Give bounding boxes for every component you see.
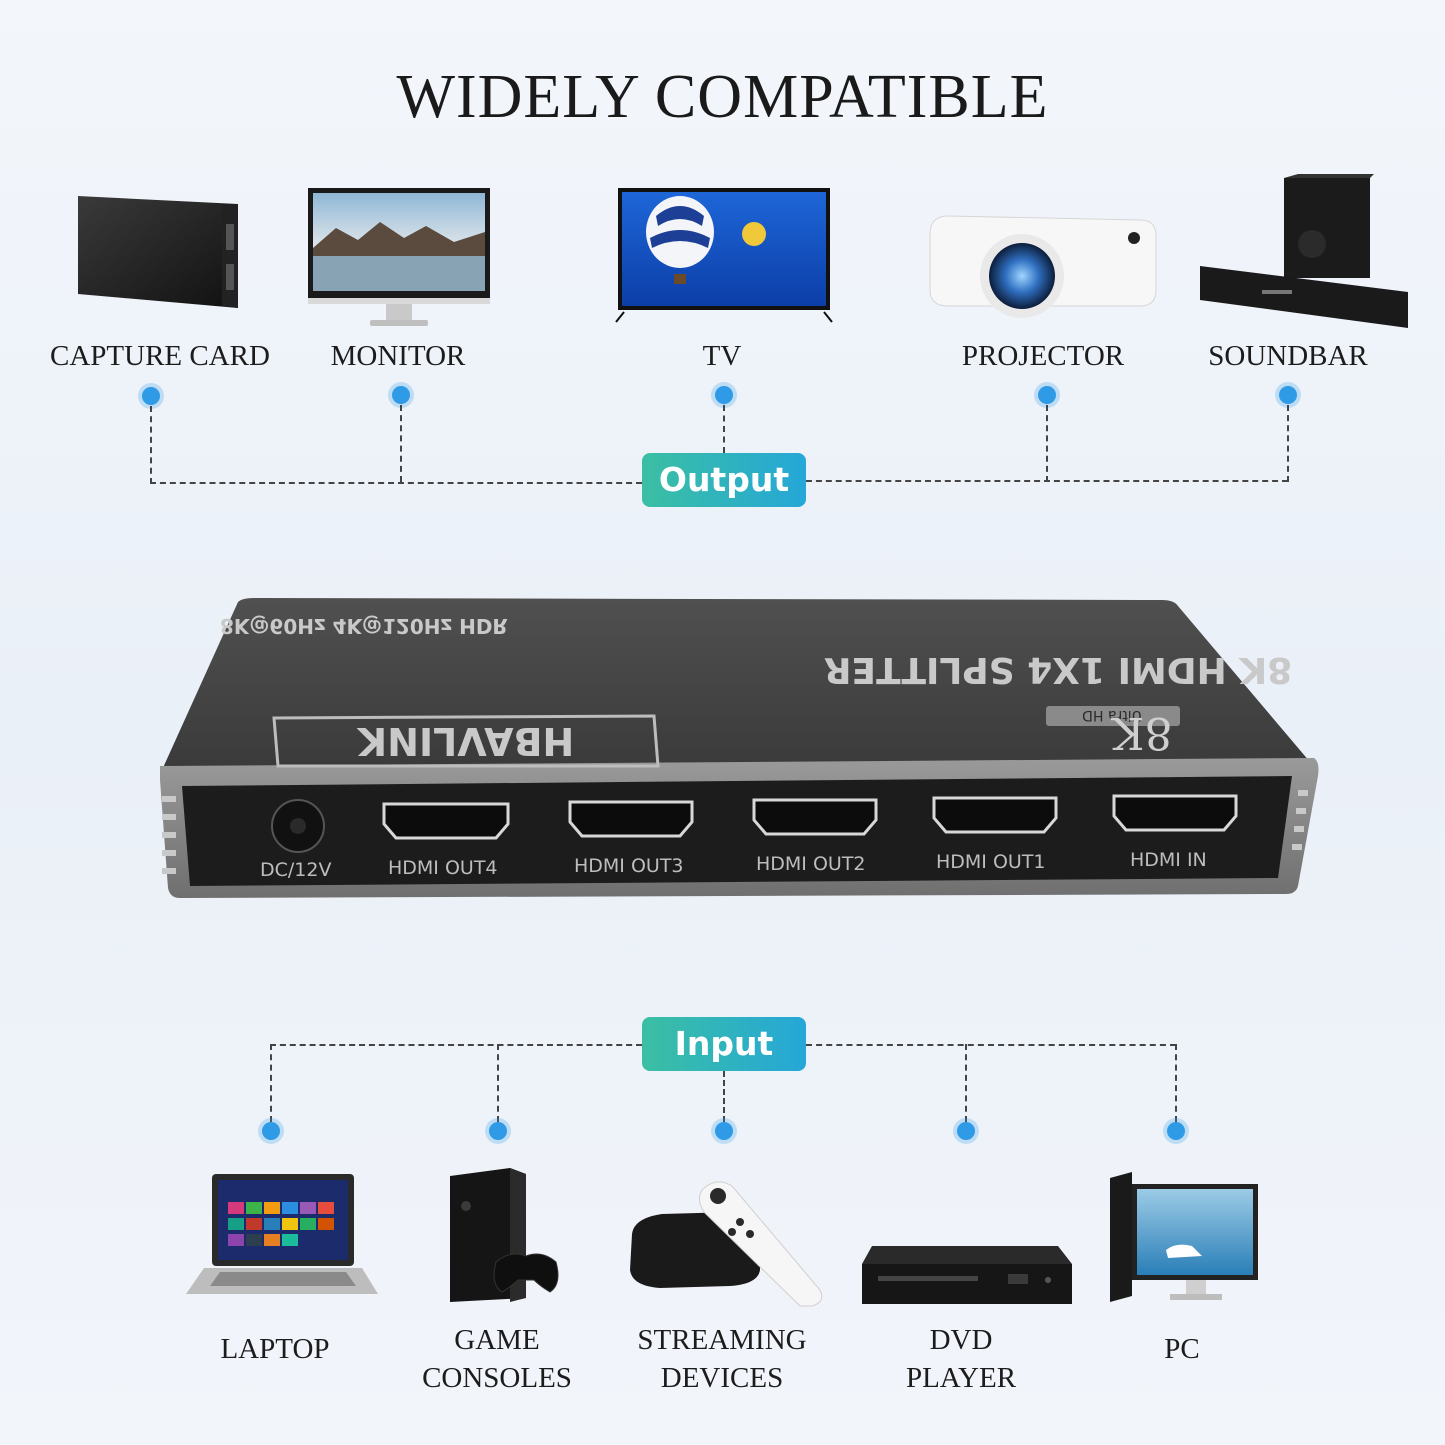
projector-icon: [929, 215, 1157, 318]
connector-line: [1287, 405, 1289, 482]
hdmi-port: [1112, 794, 1238, 832]
connector-dot: [1038, 386, 1056, 404]
input-device-label: GAME CONSOLES: [422, 1324, 572, 1394]
streaming-device-icon: [630, 1181, 823, 1307]
connector-dot: [392, 386, 410, 404]
connector-line: [965, 1044, 967, 1122]
laptop-icon: [186, 1174, 378, 1294]
connector-line: [806, 1044, 1176, 1046]
connector-line: [723, 405, 725, 453]
output-device-label: MONITOR: [330, 340, 466, 372]
input-device-label: STREAMING DEVICES: [637, 1324, 807, 1394]
hdmi-port: [382, 802, 510, 840]
input-device-label: LAPTOP: [220, 1333, 330, 1365]
connector-dot: [142, 387, 160, 405]
output-badge: Output: [642, 453, 806, 507]
connector-line: [497, 1044, 499, 1122]
connector-line: [400, 405, 402, 482]
port-label: HDMI IN: [1130, 849, 1207, 871]
connector-line: [1046, 405, 1048, 482]
monitor-icon: [308, 188, 490, 326]
hdmi-port: [752, 798, 878, 836]
device-model-text: 8K HDMI 1X4 SPLITTER: [824, 649, 1293, 690]
connector-line: [723, 1071, 725, 1122]
soundbar-icon: [1200, 174, 1408, 328]
dvd-player-icon: [862, 1246, 1072, 1304]
connector-dot: [1167, 1122, 1185, 1140]
connector-line: [270, 1044, 642, 1046]
input-badge: Input: [642, 1017, 806, 1071]
connector-dot: [957, 1122, 975, 1140]
output-device-label: TV: [702, 340, 742, 372]
connector-dot: [715, 1122, 733, 1140]
capture-card-icon: [78, 196, 238, 308]
connector-line: [270, 1044, 272, 1122]
port-label: DC/12V: [260, 859, 331, 881]
device-badge-sub: Ultra HD: [1082, 707, 1142, 723]
device-badge-main: 8K: [1110, 707, 1172, 758]
port-label: HDMI OUT1: [936, 851, 1046, 873]
connector-line: [150, 406, 152, 484]
game-console-icon: [450, 1168, 559, 1302]
port-label: HDMI OUT2: [756, 853, 866, 875]
port-label: HDMI OUT4: [388, 857, 498, 879]
tv-icon: [615, 188, 833, 323]
connector-line: [150, 482, 642, 484]
output-device-label: CAPTURE CARD: [50, 340, 270, 372]
hdmi-port: [568, 800, 694, 838]
hdmi-splitter-device: 8K@60Hz 4K@120Hz HDR 8K HDMI 1X4 SPLITTE…: [160, 598, 1319, 898]
device-spec-text: 8K@60Hz 4K@120Hz HDR: [220, 614, 508, 638]
connector-dot: [262, 1122, 280, 1140]
port-label: HDMI OUT3: [574, 855, 684, 877]
connector-dot: [715, 386, 733, 404]
connector-line: [806, 480, 1288, 482]
hdmi-port: [932, 796, 1058, 834]
connector-line: [1175, 1044, 1177, 1122]
pc-icon: [1110, 1172, 1258, 1302]
output-device-label: SOUNDBAR: [1208, 340, 1368, 372]
connector-dot: [1279, 386, 1297, 404]
input-device-label: DVD PLAYER: [905, 1324, 1017, 1394]
output-device-label: PROJECTOR: [961, 340, 1125, 372]
page-title: WIDELY COMPATIBLE: [396, 63, 1049, 131]
input-device-label: PC: [1164, 1333, 1200, 1365]
connector-dot: [489, 1122, 507, 1140]
device-brand-text: HBAVLINK: [356, 719, 574, 763]
